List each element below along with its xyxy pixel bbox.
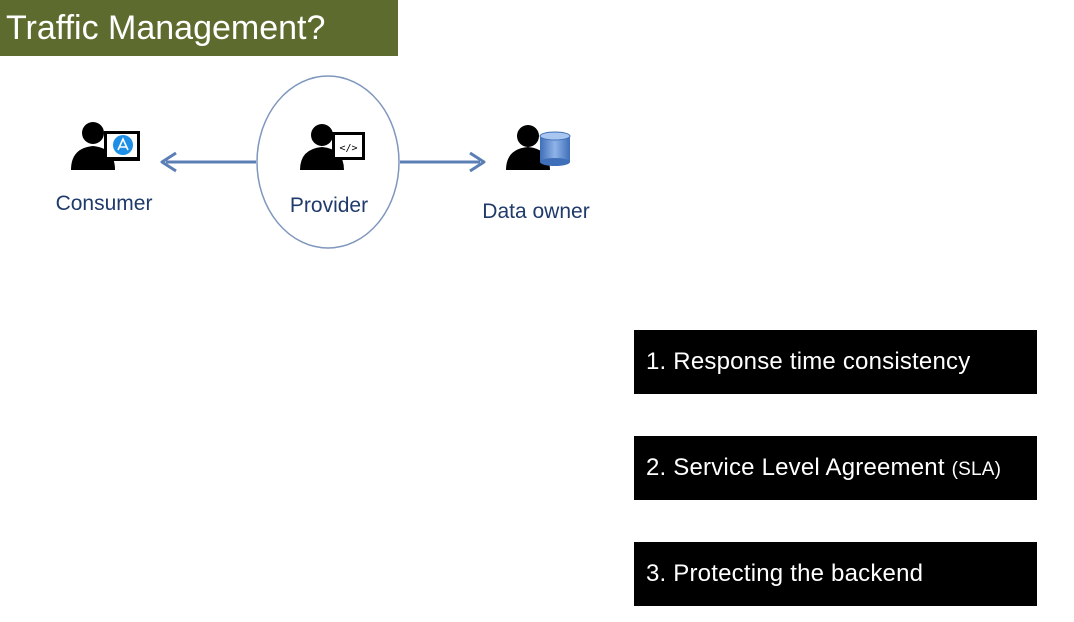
arrow-to-data-owner: [400, 151, 486, 173]
consumer-label: Consumer: [55, 192, 153, 215]
data-owner-person-database-icon: [506, 125, 571, 170]
consumer-person-app-icon: [71, 122, 140, 170]
point-text: 3. Protecting the backend: [646, 560, 924, 587]
provider-label: Provider: [289, 194, 369, 217]
point-suffix: (SLA): [951, 459, 1002, 480]
provider-person-code-icon: </>: [300, 124, 365, 170]
data-owner-label: Data owner: [482, 200, 590, 223]
point-text: 2. Service Level Agreement: [646, 454, 952, 481]
point-response-time: 1. Response time consistency: [634, 330, 1037, 394]
arrow-to-consumer: [160, 151, 256, 173]
svg-text:</>: </>: [339, 143, 357, 154]
point-protect-backend: 3. Protecting the backend: [634, 542, 1037, 606]
slide-title: Traffic Management?: [0, 0, 398, 56]
point-text: 1. Response time consistency: [646, 348, 971, 375]
point-sla: 2. Service Level Agreement (SLA): [634, 436, 1037, 500]
